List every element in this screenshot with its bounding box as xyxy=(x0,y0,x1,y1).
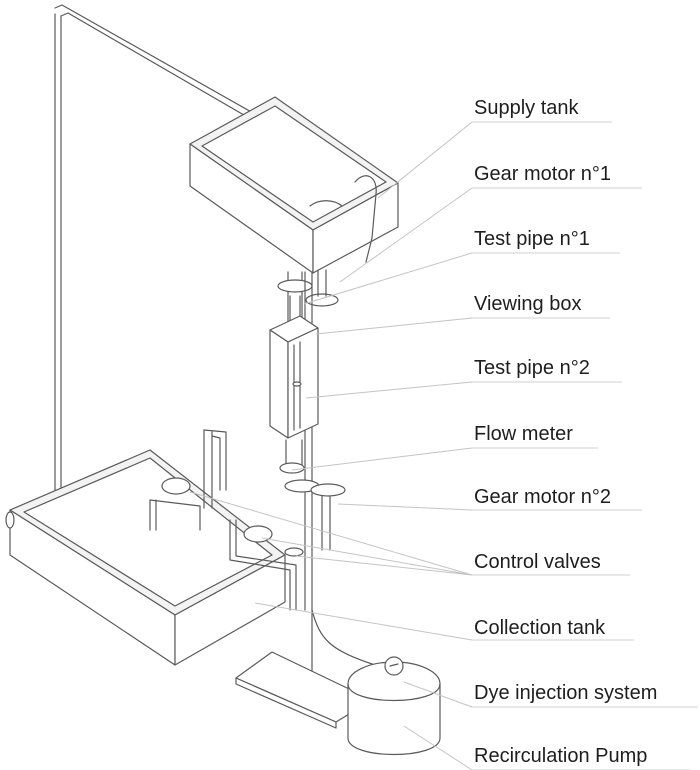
component-labels: Supply tank Gear motor n°1 Test pipe n°1… xyxy=(474,97,657,767)
label-supply-tank: Supply tank xyxy=(474,97,580,119)
base-plate xyxy=(235,651,373,729)
recirculation-pump xyxy=(311,609,441,756)
label-underlines xyxy=(472,121,698,770)
label-recirculation-pump: Recirculation Pump xyxy=(474,745,647,767)
label-test-pipe-2: Test pipe n°2 xyxy=(474,357,590,379)
label-flow-meter: Flow meter xyxy=(474,423,573,445)
label-test-pipe-1: Test pipe n°1 xyxy=(474,228,590,250)
label-viewing-box: Viewing box xyxy=(474,293,581,315)
label-control-valves: Control valves xyxy=(474,551,601,573)
label-collection-tank: Collection tank xyxy=(474,617,606,639)
return-pipe xyxy=(54,4,264,501)
label-dye-injection-system: Dye injection system xyxy=(474,682,657,704)
supply-tank xyxy=(189,96,399,274)
label-gear-motor-2: Gear motor n°2 xyxy=(474,486,611,508)
viewing-box xyxy=(269,315,319,439)
collection-tank xyxy=(5,449,286,666)
flow-meter xyxy=(279,462,346,551)
label-gear-motor-1: Gear motor n°1 xyxy=(474,163,611,185)
control-valves xyxy=(149,429,304,611)
leader-lines xyxy=(189,121,473,770)
